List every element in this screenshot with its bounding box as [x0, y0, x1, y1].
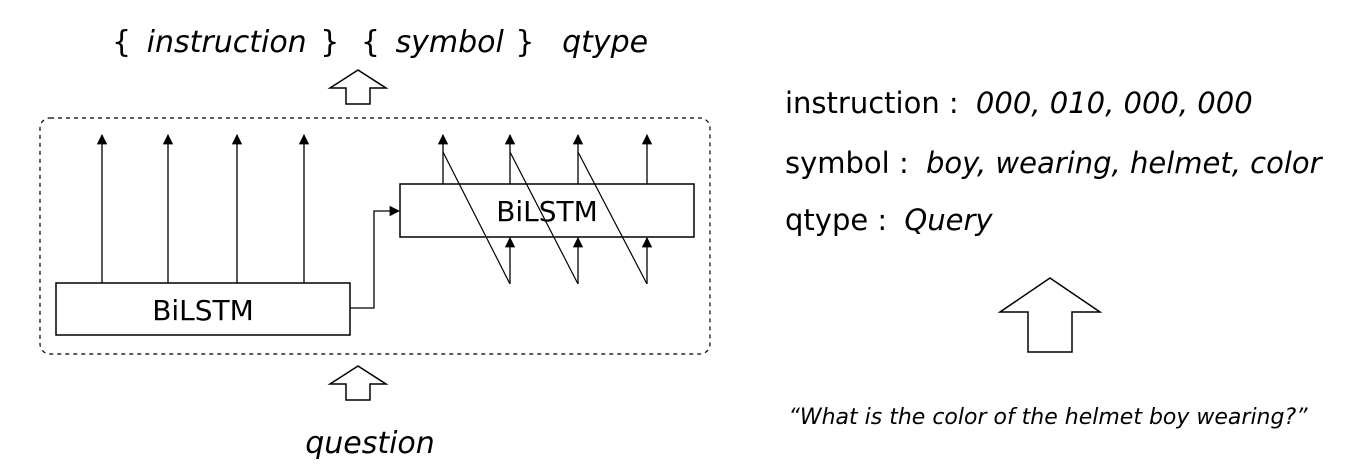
- connector-arrow: [350, 205, 401, 309]
- header-brace-open-2: {: [361, 25, 380, 60]
- feedback-line: [509, 151, 579, 285]
- header-qtype: qtype: [562, 25, 648, 60]
- example-qtype-value: Query: [904, 203, 993, 237]
- top-input-arrows: [504, 236, 653, 284]
- svg-text:{ instruction } {: { instruction } { symbol } qtype: [112, 25, 648, 60]
- top-bilstm-box: [399, 183, 695, 238]
- input-question-label: question: [305, 426, 435, 461]
- bottom-bilstm-label: BiLSTM: [152, 294, 254, 327]
- example-instruction-key: instruction :: [785, 86, 959, 120]
- header-symbol: symbol: [396, 25, 505, 60]
- top-output-arrows: [437, 133, 653, 184]
- feedback-lines: [442, 151, 648, 285]
- example-instruction-line: instruction : 000, 010, 000, 000: [785, 86, 1253, 120]
- bottom-output-arrows: [96, 133, 310, 283]
- feedback-line: [577, 151, 648, 285]
- example-qtype-key: qtype :: [785, 203, 887, 237]
- example-symbol-value: boy, wearing, helmet, color: [926, 146, 1324, 180]
- example-symbol-line: symbol : boy, wearing, helmet, color: [785, 146, 1324, 180]
- example-symbol-key: symbol :: [785, 146, 909, 180]
- header-brace-open-1: {: [112, 25, 131, 60]
- example-qtype-line: qtype : Query: [785, 203, 993, 237]
- input-up-arrow-icon: [327, 365, 389, 401]
- bottom-bilstm-box: [55, 282, 351, 336]
- example-up-arrow-icon: [997, 277, 1103, 353]
- output-up-arrow-icon: [327, 69, 389, 105]
- example-instruction-value: 000, 010, 000, 000: [976, 86, 1253, 120]
- feedback-line: [442, 151, 511, 285]
- header-brace-close-2: }: [515, 25, 534, 60]
- header-brace-close-1: }: [320, 25, 339, 60]
- top-bilstm-label: BiLSTM: [496, 195, 598, 228]
- example-question-text: “What is the color of the helmet boy wea…: [788, 405, 1308, 430]
- header-instruction: instruction: [147, 25, 307, 60]
